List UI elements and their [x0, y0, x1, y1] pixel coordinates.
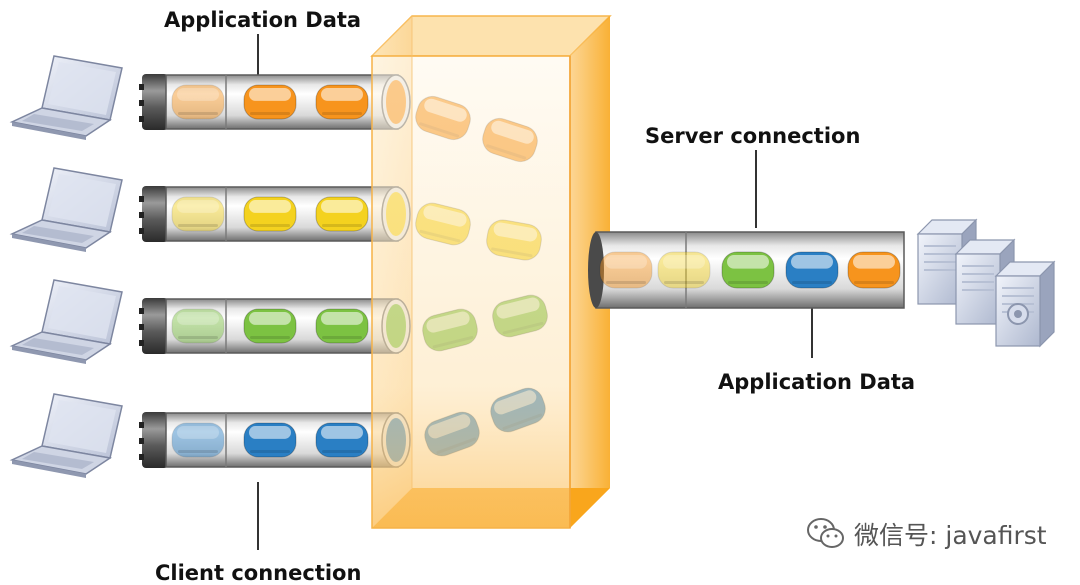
client-connection-tube [139, 298, 411, 354]
data-packet [315, 196, 369, 232]
watermark-text: 微信号: javafirst [854, 521, 1047, 550]
data-packet [847, 251, 901, 289]
data-packet [315, 422, 369, 458]
data-packet [315, 84, 369, 120]
data-packet [657, 251, 711, 289]
data-packet [721, 251, 775, 289]
data-packet [171, 196, 225, 232]
data-packet [171, 308, 225, 344]
client-connection-tube [139, 186, 411, 242]
data-packet [171, 84, 225, 120]
client-connection-label: Client connection [155, 561, 362, 585]
data-packet [243, 422, 297, 458]
data-packet [171, 422, 225, 458]
data-packet [315, 308, 369, 344]
client-connection-tube [139, 74, 411, 130]
server-connection-tube [588, 231, 905, 309]
data-packet [785, 251, 839, 289]
server-icon [994, 260, 1056, 348]
data-packet [243, 196, 297, 232]
wechat-logo-icon [807, 518, 844, 548]
server-icon [954, 238, 1016, 326]
pool-box-front [371, 55, 571, 529]
client-connection-tube [139, 412, 411, 468]
data-packet [599, 251, 653, 289]
laptop-icon [9, 55, 123, 140]
data-packet [243, 84, 297, 120]
laptop-icon [9, 167, 123, 252]
laptop-icon [9, 393, 123, 478]
laptop-icon [9, 279, 123, 364]
server-application-data-label: Application Data [718, 370, 916, 394]
application-data-label: Application Data [164, 8, 362, 32]
watermark: 微信号: javafirst [806, 516, 1047, 552]
data-packet [243, 308, 297, 344]
server-connection-label: Server connection [645, 124, 861, 148]
